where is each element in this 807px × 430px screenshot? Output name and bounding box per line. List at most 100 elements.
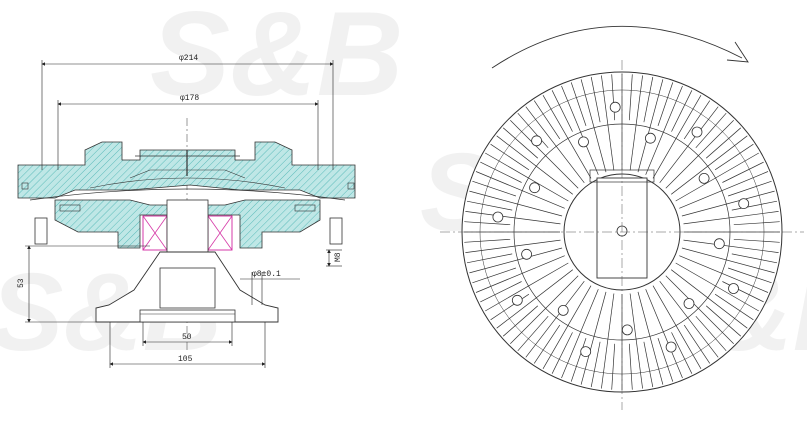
fin [510, 120, 579, 189]
fin [490, 293, 530, 321]
bolt-hole [578, 136, 589, 148]
fin [472, 180, 517, 197]
fin [628, 74, 633, 121]
fin [695, 315, 727, 352]
fin [485, 152, 569, 202]
dim-height: 53 [17, 278, 26, 288]
fin [657, 337, 674, 382]
fin [480, 281, 522, 303]
dim-pilot-diameter: 50 [182, 333, 192, 342]
fin [671, 90, 693, 132]
fin [475, 255, 565, 293]
fin [496, 135, 574, 195]
fin [670, 135, 748, 195]
fin [580, 291, 607, 385]
fin [683, 211, 779, 225]
bolt-hole [698, 172, 710, 184]
fin [510, 275, 579, 344]
bolt-hole [713, 238, 725, 250]
fin [475, 171, 565, 209]
fin [485, 262, 569, 312]
fin [714, 143, 754, 171]
fin [464, 238, 511, 243]
bolt-hole [691, 126, 703, 138]
fin [590, 76, 601, 123]
fin [570, 337, 587, 382]
fin [681, 247, 775, 274]
fin [722, 281, 764, 303]
section-view: φ214 φ178 53 50 105 φ8±0.1 M8 [17, 54, 356, 368]
fin [637, 291, 664, 385]
fin [670, 269, 748, 329]
bolt-hole [683, 298, 695, 309]
fin [695, 112, 727, 149]
dim-flange-thickness: M8 [334, 252, 343, 262]
fin [517, 112, 549, 149]
front-view [440, 25, 804, 410]
fin [722, 161, 764, 183]
bolt-hole [511, 294, 523, 306]
fin [469, 247, 563, 274]
fin [533, 324, 561, 364]
shaft [166, 199, 209, 253]
bolt-hole [529, 182, 540, 194]
fin [466, 200, 513, 211]
fin [629, 75, 643, 171]
fin [731, 253, 778, 264]
fin [590, 341, 601, 388]
fin [637, 79, 664, 173]
fin [542, 285, 592, 369]
fin [727, 267, 772, 284]
fin [671, 332, 693, 374]
stud-right [329, 217, 343, 245]
bolt-hole [728, 283, 739, 294]
fin [733, 221, 780, 226]
fin [714, 293, 754, 321]
bolt-hole [738, 198, 750, 210]
bolt-hole [621, 324, 633, 336]
clockwise-arrow-icon [491, 25, 743, 69]
bolt-hole [609, 101, 621, 113]
fin [465, 239, 561, 253]
fin [679, 255, 769, 293]
fin [490, 143, 530, 171]
fin [629, 293, 643, 389]
bolt-hole [580, 346, 592, 358]
fin [533, 100, 561, 140]
fin [551, 90, 573, 132]
dim-outer-diameter: φ214 [179, 54, 198, 63]
fin [469, 190, 563, 217]
drive-disc [29, 188, 346, 201]
reservoir-wall [129, 169, 246, 179]
fin [502, 305, 539, 337]
bolt-hole [492, 211, 504, 223]
fin [705, 305, 742, 337]
fin [683, 239, 779, 253]
fin [561, 85, 599, 175]
stud-left [34, 217, 48, 245]
bolt-hole [557, 304, 569, 316]
fin [472, 267, 517, 284]
fin [679, 171, 769, 209]
fin [727, 180, 772, 197]
bolt-hole [521, 248, 532, 260]
fin [675, 152, 759, 202]
fin [580, 79, 607, 173]
dim-inner-diameter: φ178 [180, 94, 199, 103]
fin [659, 280, 719, 358]
cooling-fins [464, 74, 780, 390]
fin [525, 106, 585, 184]
fin [645, 289, 683, 379]
fin [466, 253, 513, 264]
fin [570, 82, 587, 127]
hub-body [54, 199, 321, 249]
fin [561, 289, 599, 379]
fin [731, 200, 778, 211]
fin [681, 190, 775, 217]
fin [611, 74, 616, 121]
bolt-hole [531, 135, 542, 147]
fin [665, 120, 734, 189]
fin [733, 238, 780, 243]
